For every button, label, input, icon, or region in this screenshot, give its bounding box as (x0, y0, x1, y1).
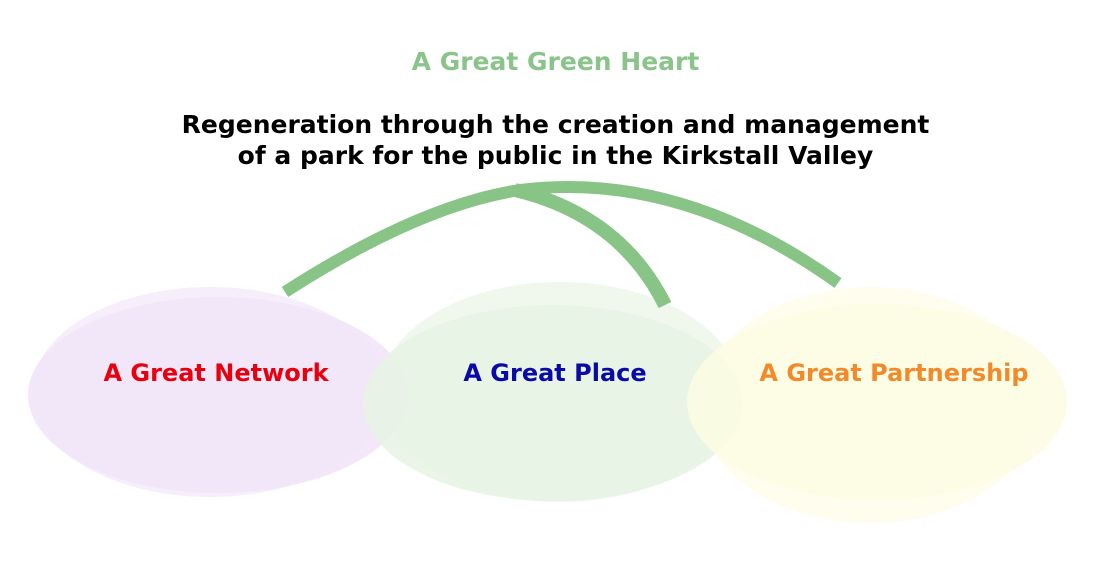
subtitle-line-2: of a park for the public in the Kirkstal… (237, 141, 874, 170)
place-circle (363, 305, 743, 501)
partnership-circle (687, 304, 1067, 500)
diagram-title: A Great Green Heart (411, 47, 700, 76)
partnership-label: A Great Partnership (759, 359, 1029, 387)
subtitle-line-1: Regeneration through the creation and ma… (181, 110, 930, 139)
stem-middle (513, 183, 672, 309)
network-label: A Great Network (103, 359, 329, 387)
place-label: A Great Place (463, 359, 647, 387)
network-circle (28, 297, 408, 493)
